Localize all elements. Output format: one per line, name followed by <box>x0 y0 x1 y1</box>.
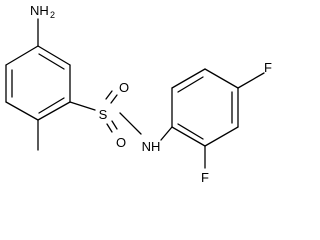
fluorine-ortho-label: F <box>201 170 209 185</box>
bond-a6 <box>5 45 39 66</box>
bond-ring-s <box>69 101 96 111</box>
double-bond-b1 <box>177 76 204 93</box>
amine-h-count: 2 <box>50 10 55 20</box>
bond-so-bottom-2 <box>111 120 118 130</box>
ring-b <box>171 68 239 147</box>
bond-n-ring <box>160 126 173 141</box>
bond-so-bottom-1 <box>106 123 113 133</box>
sulfur-label: S <box>99 107 108 122</box>
sulfonamide-n-label: NH <box>142 139 161 154</box>
bond-b5 <box>204 126 239 147</box>
bond-so-top-2 <box>110 94 118 104</box>
bond-b2 <box>171 68 206 89</box>
chemical-structure: NH 2 S O O NH F F <box>5 3 272 185</box>
bond-a3 <box>37 101 71 121</box>
bond-b3 <box>204 68 239 89</box>
structure-canvas: NH 2 S O O NH F F <box>5 3 272 185</box>
double-bond-a2 <box>38 97 65 114</box>
bond-f-para <box>237 72 265 89</box>
oxygen-bottom-label: O <box>116 135 126 150</box>
bond-b6 <box>171 126 206 147</box>
double-bond-a1 <box>38 53 65 70</box>
ring-a <box>5 45 71 121</box>
bond-so-top-1 <box>105 90 113 100</box>
amine-label: NH <box>30 3 49 18</box>
bond-s-n <box>119 112 142 135</box>
double-bond-b3 <box>177 123 204 140</box>
bond-a1 <box>37 45 71 66</box>
bond-a4 <box>5 101 39 121</box>
fluorine-para-label: F <box>264 60 272 75</box>
oxygen-top-label: O <box>119 80 129 95</box>
